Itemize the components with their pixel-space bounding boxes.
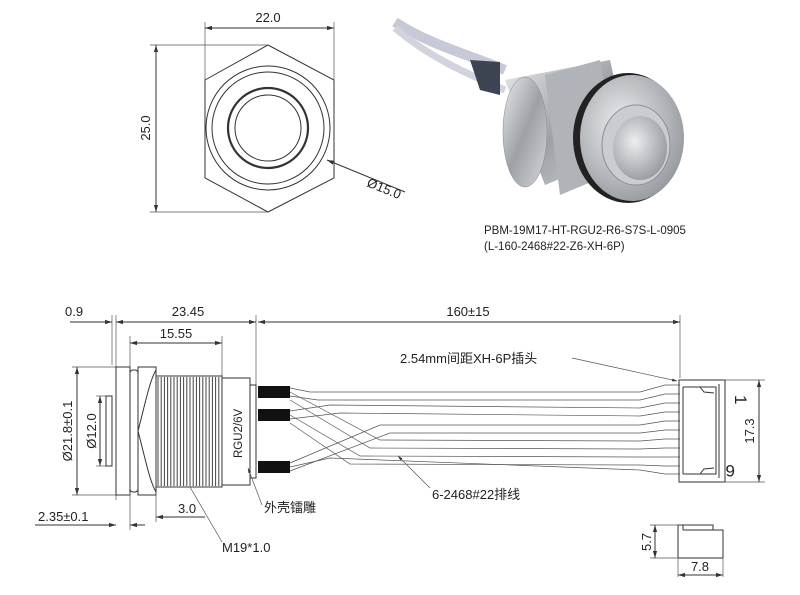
connector-width-dimension: 7.8 <box>691 559 709 574</box>
hex-nut-outline <box>204 44 335 213</box>
height-dimension: 25.0 <box>138 115 153 140</box>
body-marking: RGU2/6V <box>233 408 245 458</box>
cable-note: 6-2468#22排线 <box>432 487 520 502</box>
diameter-dimension: Ø15.0 <box>365 175 403 202</box>
model-spec: (L-160-2468#22-Z6-XH-6P) <box>484 241 625 253</box>
bezel-dimension: 2.35±0.1 <box>38 509 89 524</box>
outer-diameter-dimension: Ø21.8±0.1 <box>60 401 75 462</box>
flange-dimension: 0.9 <box>65 304 83 319</box>
product-photo <box>392 17 684 203</box>
connector-depth-dimension: 5.7 <box>639 533 654 551</box>
engraving-note: 外壳镭雕 <box>264 500 316 515</box>
thread <box>157 377 223 486</box>
thread-length-dimension: 15.55 <box>160 326 193 341</box>
cable-length-dimension: 160±15 <box>446 304 489 319</box>
thread-spec: M19*1.0 <box>222 540 270 555</box>
lead-2 <box>258 409 290 421</box>
ribbon-cable <box>289 384 680 475</box>
pin-1-label: 1 <box>731 395 750 404</box>
model-number: PBM-19M17-HT-RGU2-R6-S7S-L-0905 <box>484 225 686 237</box>
width-dimension: 22.0 <box>255 10 280 25</box>
body-length-dimension: 23.45 <box>172 304 205 319</box>
connector-side-view <box>677 524 724 559</box>
side-view: 0.9 23.45 15.55 160±15 Ø21.8±0.1 Ø12.0 R… <box>35 304 765 578</box>
nut-dimension: 3.0 <box>178 501 196 516</box>
lead-3 <box>258 461 290 473</box>
pin-6-label: 6 <box>726 461 735 480</box>
xh-connector <box>678 379 726 483</box>
connector-note: 2.54mm间距XH-6P插头 <box>400 351 537 366</box>
connector-height-dimension: 17.3 <box>742 418 757 443</box>
lead-1 <box>258 386 290 398</box>
front-view: 22.0 25.0 Ø15.0 <box>138 10 406 213</box>
button-diameter-dimension: Ø12.0 <box>84 413 99 448</box>
